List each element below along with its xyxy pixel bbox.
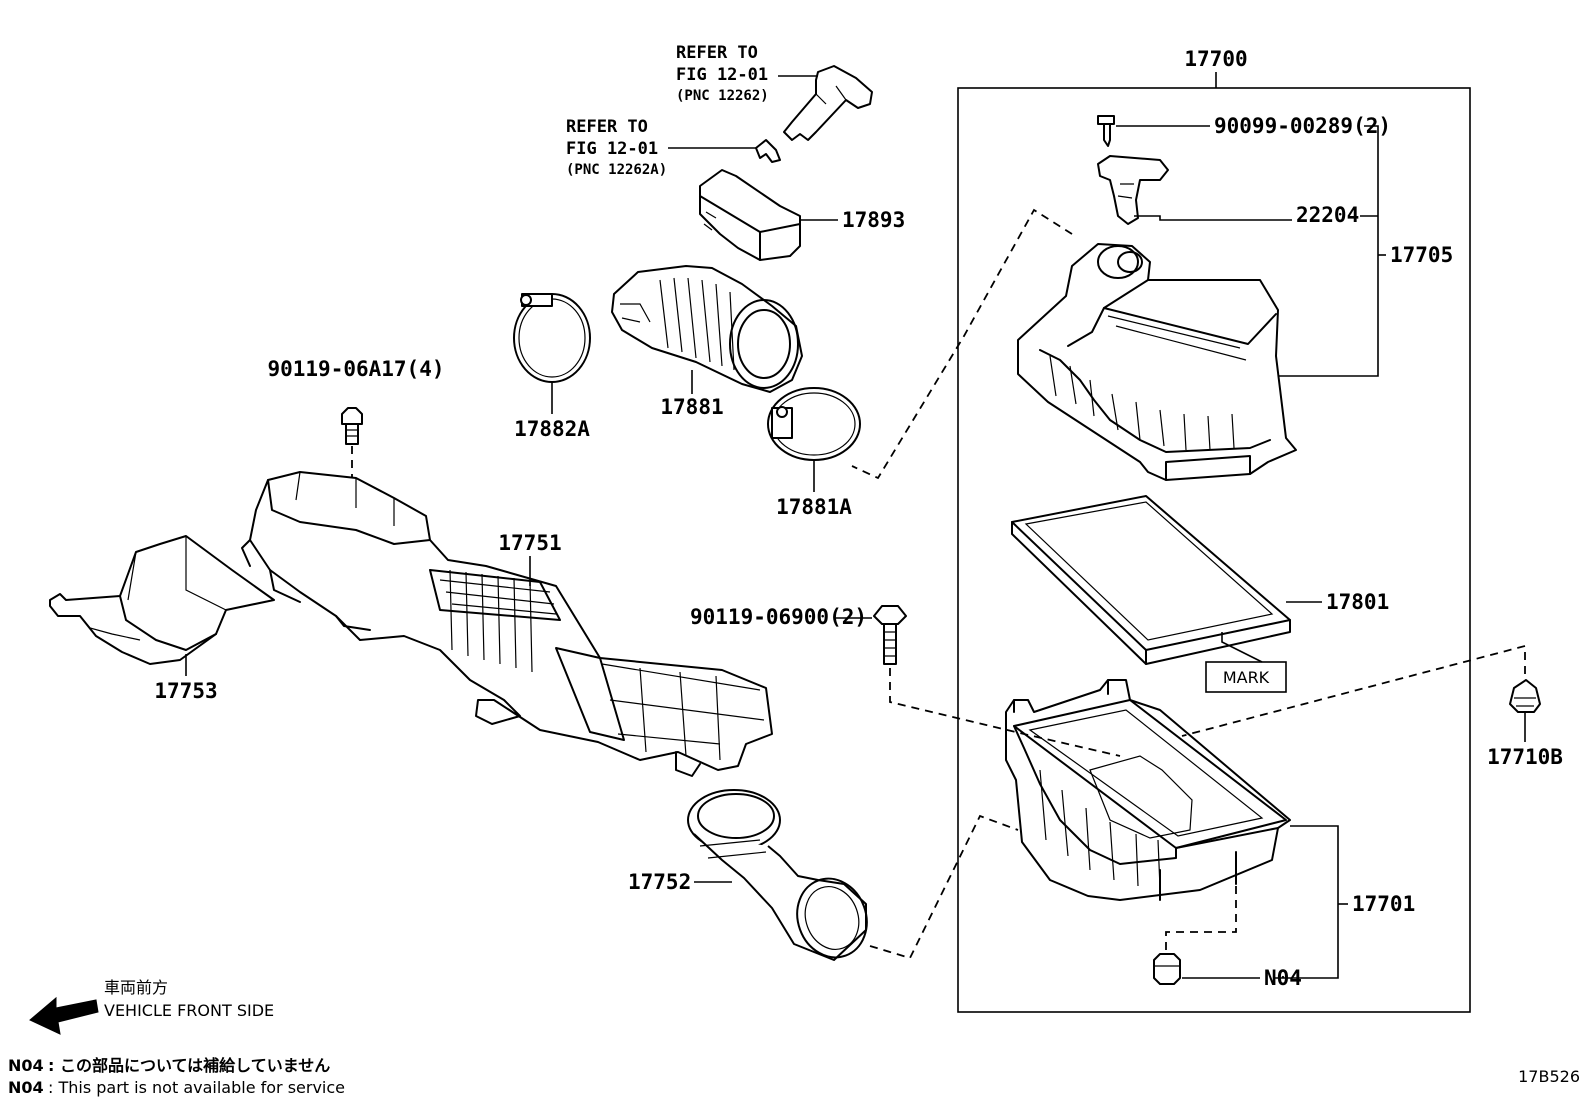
air-cleaner-case-17701-icon	[1005, 679, 1291, 901]
ref2-line1: REFER TO	[566, 117, 648, 137]
hose-clamp-17882a-icon	[513, 293, 591, 383]
label-17752: 17752	[628, 870, 691, 894]
airflow-sensor-22204-icon	[1097, 155, 1169, 225]
hose-clamp-17881a-icon	[767, 387, 861, 461]
direction-en: VEHICLE FRONT SIDE	[104, 1001, 274, 1020]
label-17701: 17701	[1352, 892, 1415, 916]
label-22204: 22204	[1296, 203, 1359, 227]
bolt-90119-06a17-icon	[341, 407, 363, 445]
label-17700: 17700	[1184, 47, 1247, 71]
breather-hose-icon	[783, 65, 873, 141]
figure-id: 17B526	[1518, 1067, 1580, 1086]
screw-90099-icon	[1097, 115, 1115, 147]
assembly-box-17700	[957, 87, 1471, 1013]
vehicle-front-arrow-icon	[29, 996, 99, 1035]
note-code-en: N04	[8, 1078, 44, 1097]
label-17751: 17751	[498, 531, 561, 555]
label-17882a: 17882A	[514, 417, 590, 441]
ref1-line2: FIG 12-01	[676, 65, 768, 85]
inlet-hose-17752-icon	[687, 789, 868, 961]
air-filter-element-17801-icon	[1011, 495, 1291, 665]
hose-clip-icon	[755, 139, 781, 163]
label-17881: 17881	[660, 395, 723, 419]
label-n04: N04	[1264, 966, 1302, 990]
air-deflector-17753-icon	[49, 535, 275, 665]
label-17801: 17801	[1326, 590, 1389, 614]
grommet-17710b-icon	[1509, 679, 1541, 713]
ref2-line3: (PNC 12262A)	[566, 162, 667, 178]
bolt-90119-06900-icon	[873, 605, 907, 665]
note-code-jp: N04	[8, 1056, 44, 1075]
label-17753: 17753	[154, 679, 217, 703]
note-jp: : この部品については補給していません	[48, 1056, 330, 1075]
air-cleaner-cap-icon	[1017, 243, 1297, 481]
resonator-17893-icon	[699, 169, 801, 261]
direction-jp: 車両前方	[104, 978, 168, 997]
ref2-line2: FIG 12-01	[566, 139, 658, 159]
label-90119-06a17: 90119-06A17(4)	[267, 357, 444, 381]
ref1-line3: (PNC 12262)	[676, 88, 769, 104]
label-17881a: 17881A	[776, 495, 852, 519]
label-90099: 90099-00289(2)	[1214, 114, 1391, 138]
label-17705: 17705	[1390, 243, 1453, 267]
note-en: : This part is not available for service	[48, 1078, 345, 1097]
mark-label: MARK	[1223, 668, 1270, 687]
label-17893: 17893	[842, 208, 905, 232]
label-90119-06900: 90119-06900(2)	[690, 605, 867, 629]
ref1-line1: REFER TO	[676, 43, 758, 63]
grommet-n04-icon	[1153, 953, 1181, 985]
inlet-duct-17751-icon	[241, 471, 773, 777]
label-17710b: 17710B	[1487, 745, 1563, 769]
intake-hose-17881-icon	[611, 265, 803, 393]
mark-box	[1205, 661, 1287, 693]
